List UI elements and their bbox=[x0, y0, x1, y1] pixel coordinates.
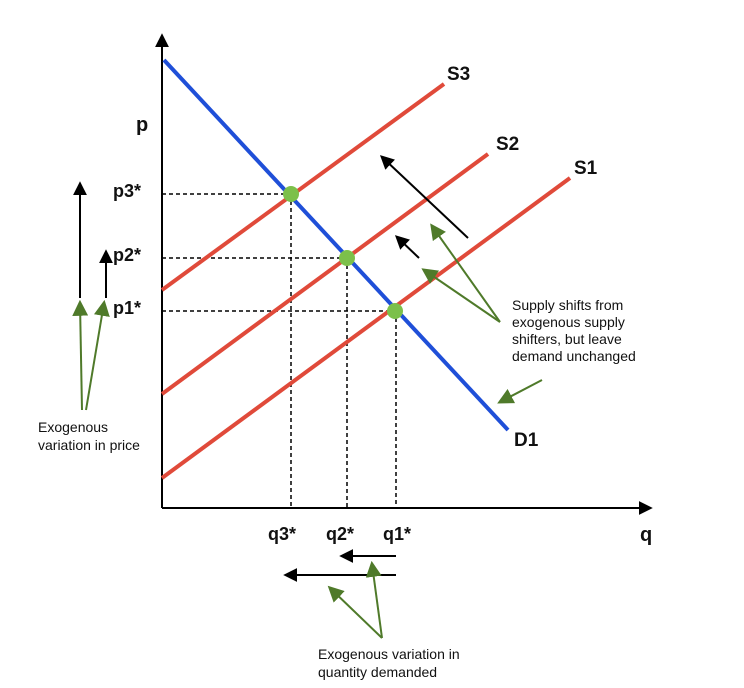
price-note-line-1: Exogenous bbox=[38, 419, 108, 435]
supply-note-arrow-3 bbox=[497, 379, 543, 404]
supply-note-line-4: demand unchanged bbox=[512, 348, 636, 364]
supply-note-line-1: Supply shifts from bbox=[512, 297, 623, 313]
supply-note-line-2: exogenous supply bbox=[512, 314, 625, 330]
equilibrium-point-2 bbox=[339, 250, 355, 266]
price-label-p2: p2* bbox=[113, 245, 141, 265]
supply-shift-arrow-small bbox=[394, 235, 420, 259]
supply-note-arrow-1 bbox=[430, 223, 501, 323]
quantity-note-arrow-1 bbox=[327, 585, 383, 639]
quantity-label-q1: q1* bbox=[383, 524, 411, 544]
equilibrium-point-3 bbox=[283, 186, 299, 202]
quantity-label-q2: q2* bbox=[326, 524, 354, 544]
supply-shift-arrow-large bbox=[379, 155, 469, 239]
supply-label-s3: S3 bbox=[447, 64, 470, 85]
price-note-arrow-2 bbox=[85, 299, 110, 411]
supply-note-line-3: shifters, but leave bbox=[512, 331, 622, 347]
supply-label-s1: S1 bbox=[574, 158, 598, 179]
supply-curve-s3 bbox=[160, 82, 446, 292]
supply-label-s2: S2 bbox=[496, 134, 519, 155]
price-note: Exogenous variation in price bbox=[38, 419, 140, 453]
price-label-p1: p1* bbox=[113, 298, 141, 318]
equilibrium-point-1 bbox=[387, 303, 403, 319]
quantity-note-arrow-2 bbox=[365, 560, 383, 639]
y-axis-label: p bbox=[136, 114, 148, 136]
quantity-note: Exogenous variation in quantity demanded bbox=[318, 646, 460, 680]
supply-note: Supply shifts from exogenous supply shif… bbox=[512, 297, 636, 364]
demand-curve-d1 bbox=[162, 58, 510, 432]
supply-curve-s2 bbox=[160, 152, 490, 396]
price-note-arrow-1 bbox=[72, 299, 89, 411]
x-axis-label: q bbox=[640, 524, 652, 546]
supply-note-arrow-2 bbox=[421, 268, 501, 323]
supply-curve-s1 bbox=[160, 176, 572, 480]
price-note-line-2: variation in price bbox=[38, 437, 140, 453]
quantity-note-line-2: quantity demanded bbox=[318, 664, 437, 680]
quantity-note-line-1: Exogenous variation in bbox=[318, 646, 460, 662]
price-label-p3: p3* bbox=[113, 181, 141, 201]
demand-label-d1: D1 bbox=[514, 430, 539, 451]
quantity-label-q3: q3* bbox=[268, 524, 296, 544]
